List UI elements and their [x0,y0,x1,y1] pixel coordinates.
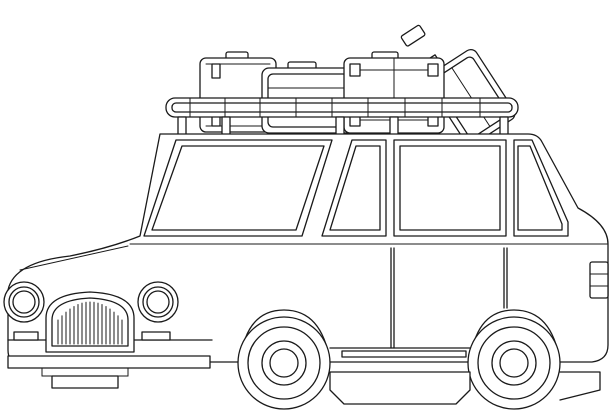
underbody [329,371,471,405]
luggage-stack [199,24,516,146]
tail-light [589,261,609,299]
rear-side-window [393,139,507,237]
front-bumper [7,355,211,369]
rear-wheel [467,316,561,410]
doors [390,247,508,349]
front-side-window [321,139,387,237]
front-face [3,281,211,389]
tilted-suitcase [400,24,516,146]
right-headlight [137,281,179,323]
grille [45,291,135,353]
front-wheel [237,316,331,410]
windows [143,139,569,237]
left-headlight [3,281,45,323]
license-plate [51,375,119,389]
rear-quarter-window [513,139,569,237]
right-indicator [141,331,171,341]
left-indicator [13,331,39,341]
roof-rack [165,97,519,136]
windshield [143,139,333,237]
